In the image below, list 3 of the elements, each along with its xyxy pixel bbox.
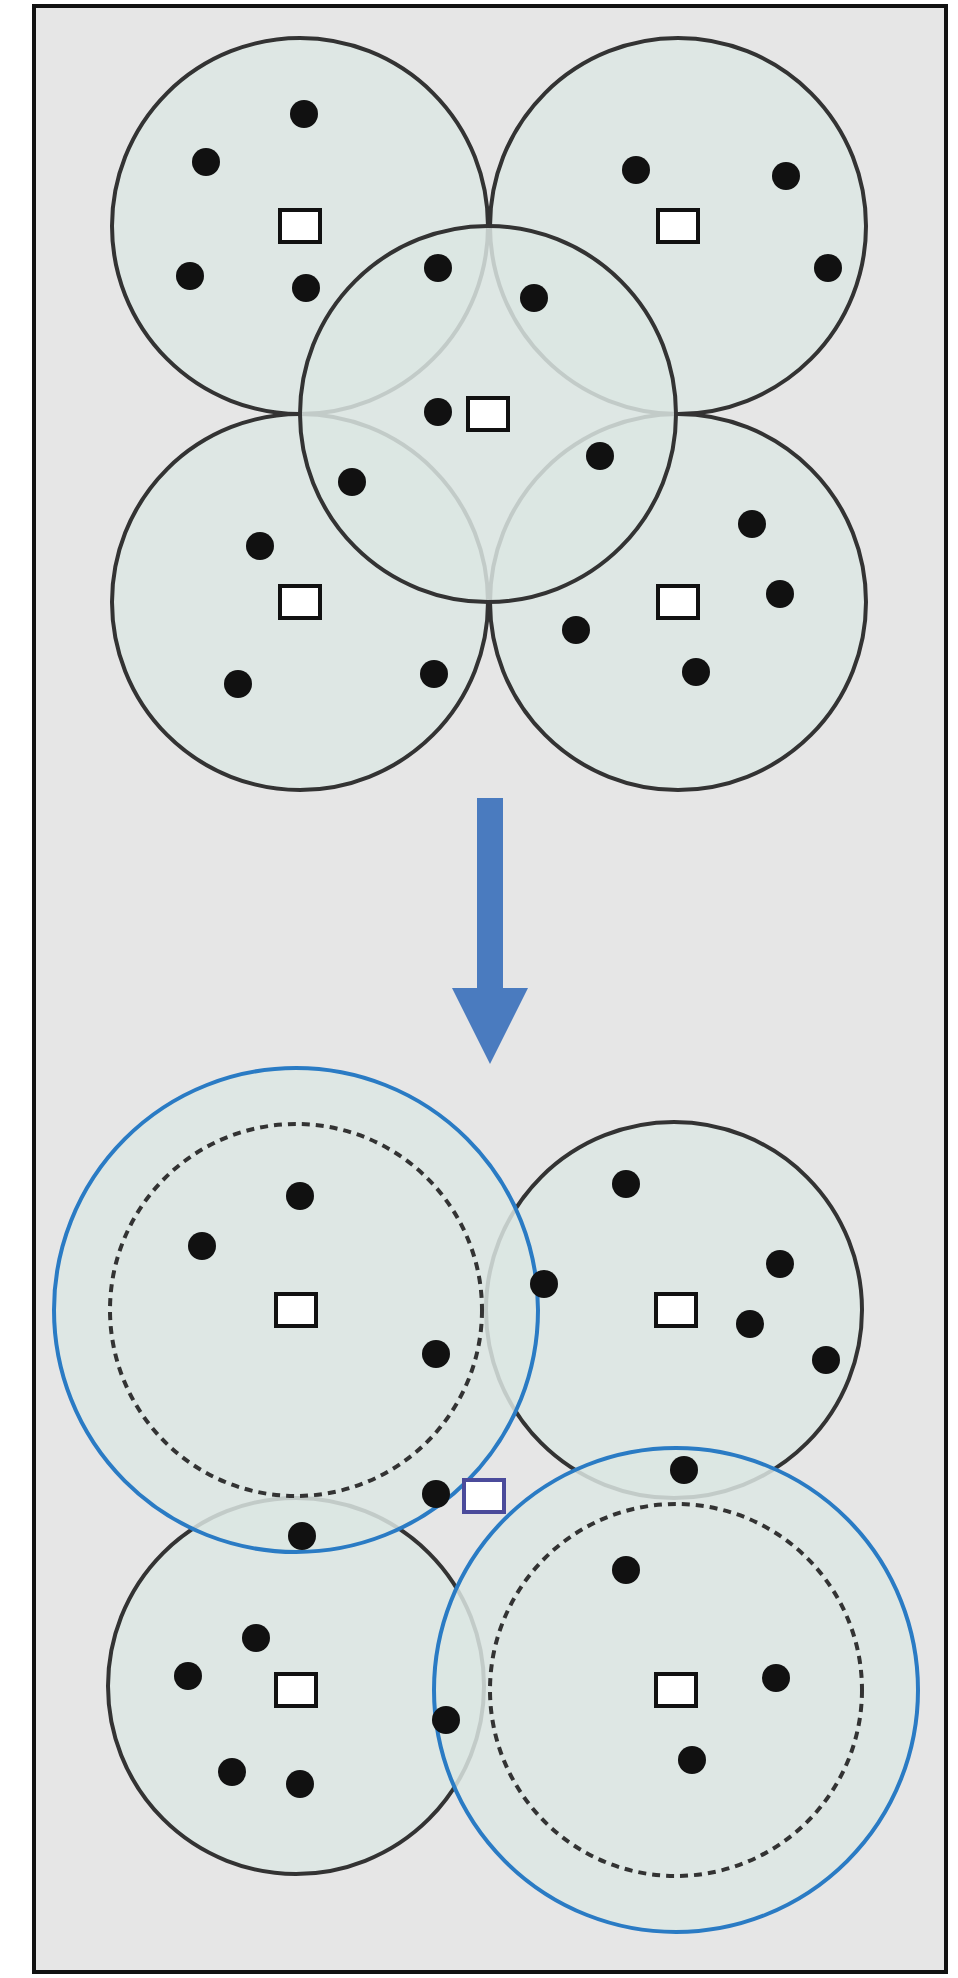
coverage-circles-drawing <box>52 1066 920 1934</box>
arrow <box>452 798 528 1064</box>
coverage-circles-drawing <box>110 36 868 792</box>
